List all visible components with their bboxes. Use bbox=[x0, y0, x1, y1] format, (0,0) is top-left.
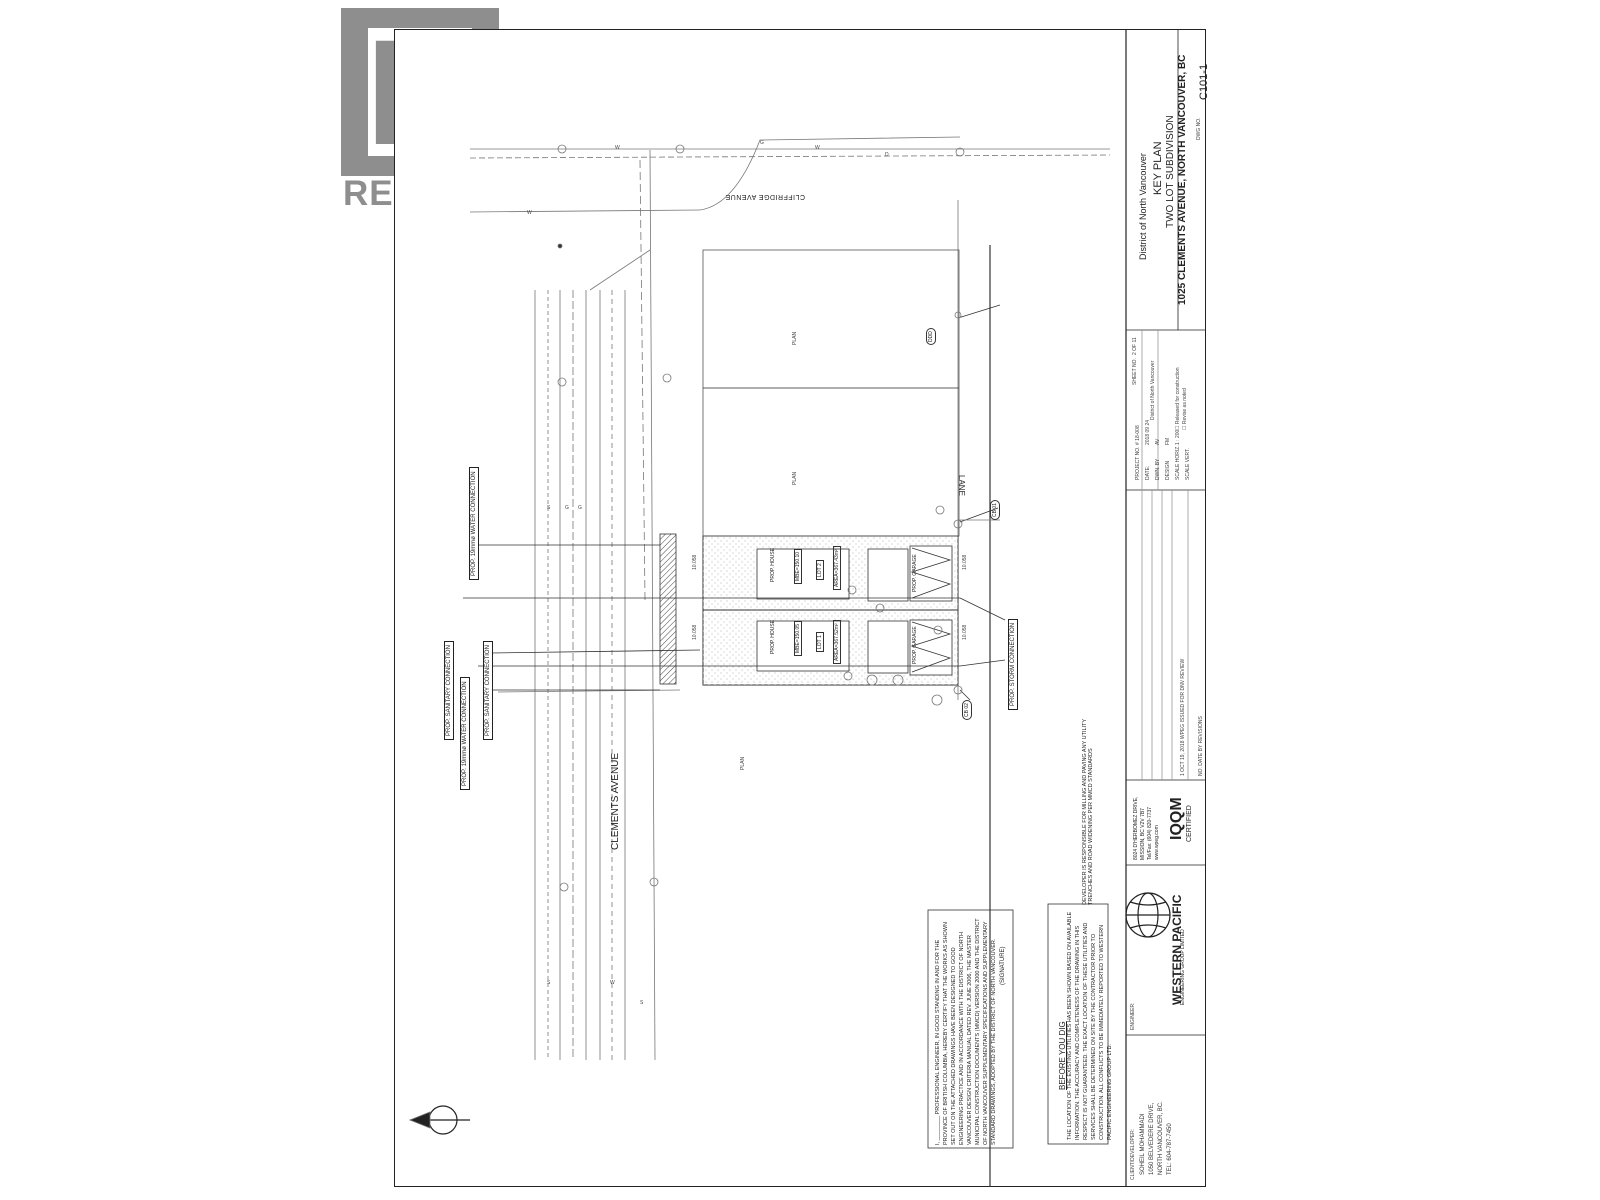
sheet-title: KEY PLAN bbox=[1152, 141, 1164, 195]
clements-avenue-label: CLEMENTS AVENUE bbox=[610, 752, 621, 850]
signature-line: (SIGNATURE) bbox=[1000, 946, 1006, 985]
cb-01-tag: CB 01 bbox=[990, 500, 1000, 520]
cb-02-tag: CB 02 bbox=[962, 700, 972, 720]
cliffridge-avenue-label: CLIFFRIDGE AVENUE bbox=[725, 193, 805, 200]
sheet-subtitle: TWO LOT SUBDIVISION bbox=[1165, 115, 1176, 228]
lot-1-area: AREA=367.52m² bbox=[833, 620, 841, 664]
engineer-certification: I, ________ PROFESSIONAL ENGINEER, IN GO… bbox=[935, 918, 997, 1145]
authority-text: District of North Vancouver bbox=[1138, 153, 1148, 260]
drawing-number: C101-1 bbox=[1198, 63, 1210, 100]
water-connection-callout-2: PROP. 19mmø WATER CONNECTION bbox=[460, 677, 470, 790]
ddd-tag: DDD bbox=[926, 328, 936, 345]
sanitary-connection-callout-2: PROP. SANITARY CONNECTION bbox=[483, 641, 493, 740]
project-address: 1025 CLEMENTS AVENUE, NORTH VANCOUVER, B… bbox=[1177, 54, 1188, 305]
developer-note: DEVELOPER IS RESPONSIBLE FOR MILLING AND… bbox=[1082, 718, 1094, 905]
water-connection-callout: PROP. 19mmø WATER CONNECTION bbox=[469, 467, 479, 580]
lot-2-area: AREA=367.43m² bbox=[833, 546, 841, 590]
sanitary-connection-callout: PROP. SANITARY CONNECTION bbox=[444, 641, 454, 740]
client-name: SOHEIL MOHAMMADI bbox=[1140, 1113, 1146, 1175]
lane-label: LANE bbox=[957, 475, 966, 496]
lot-1-label: LOT 1 bbox=[816, 632, 824, 652]
iqqm-mark: IQQM bbox=[1168, 797, 1185, 840]
lot-2-label: LOT 2 bbox=[816, 560, 824, 580]
dig-note: THE LOCATION OF THE EXISTING UTILITIES H… bbox=[1067, 911, 1113, 1140]
storm-connection-callout: PROP. STORM CONNECTION bbox=[1008, 618, 1018, 710]
